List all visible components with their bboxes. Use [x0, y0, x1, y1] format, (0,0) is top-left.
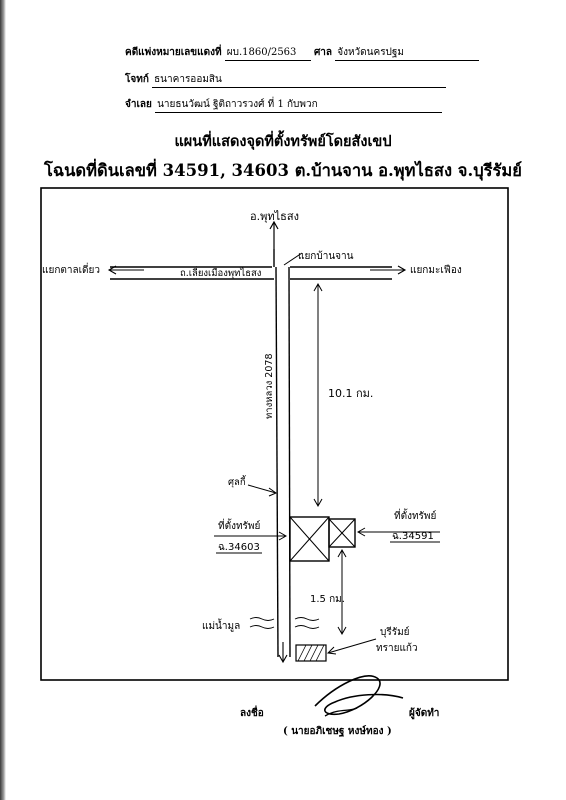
plot-left-arrowhead	[278, 531, 288, 541]
location-map: อ.พุทไธสง ถ.เลี่ยงเมืองพุทไธสง แยกตาลเดี…	[40, 187, 509, 681]
plaintiff-label: โจทก์	[125, 74, 149, 85]
left-arrowhead	[107, 265, 117, 275]
landmark-arrowhead	[268, 487, 278, 497]
bottom-destination-2: ทรายแก้ว	[376, 642, 418, 654]
plaintiff-name: ธนาคารออมสิน	[152, 72, 447, 88]
defendant-line: จำเลย นายธนวัฒน์ ฐิติถาวรวงศ์ ที่ 1 กับพ…	[125, 97, 443, 113]
landmark-label: ศุลกี้	[228, 475, 247, 488]
river-wave-1	[249, 617, 275, 621]
top-direction-label: อ.พุทไธสง	[250, 210, 299, 223]
distance-upper-label: 10.1 กม.	[328, 387, 373, 400]
bottom-destination-1: บุรีรัมย์	[380, 626, 410, 638]
plot-left-deed: ฉ.34603	[218, 542, 260, 553]
case-number-line: คดีแพ่งหมายเลขแดงที่ ผบ.1860/2563 ศาล จั…	[125, 45, 480, 61]
bridge-hatching	[297, 644, 325, 662]
case-number: ผบ.1860/2563	[224, 45, 311, 61]
distance-lower-top-arrow	[337, 548, 347, 558]
handwritten-signature	[314, 675, 404, 717]
distance-upper-top-arrow	[313, 282, 323, 292]
distance-lower-bottom-arrow	[337, 626, 347, 636]
main-road-label: ถ.เลี่ยงเมืองพุทไธสง	[180, 266, 261, 279]
preparer-name: ( นายอภิเชษฐ หงษ์ทอง )	[283, 726, 392, 737]
map-title: แผนที่แสดงจุดที่ตั้งทรัพย์โดยสังเขป	[174, 133, 392, 150]
landmark-pointer	[247, 484, 277, 494]
right-direction-label: แยกมะเฟือง	[410, 264, 462, 276]
river-wave-3	[294, 617, 320, 621]
left-direction-label: แยกตาลเดี่ยว	[42, 262, 100, 276]
vertical-road-right	[288, 266, 291, 658]
distance-lower-label: 1.5 กม.	[310, 594, 345, 605]
sign-label: ลงชื่อ	[240, 708, 264, 719]
bottom-pointer	[327, 638, 377, 654]
right-arrowhead	[397, 265, 407, 275]
junction-pointer	[283, 252, 303, 266]
south-arrowhead	[278, 654, 288, 664]
plot-left-title: ที่ตั้งทรัพย์	[218, 518, 260, 532]
defendant-label: จำเลย	[125, 99, 152, 110]
court-label: ศาล	[313, 47, 333, 58]
river-wave-4	[294, 625, 320, 629]
case-label: คดีแพ่งหมายเลขแดงที่	[125, 47, 222, 58]
plot-34603-cross-b	[289, 516, 330, 562]
defendant-name: นายธนวัฒน์ ฐิติถาวรวงศ์ ที่ 1 กับพวก	[155, 97, 443, 113]
plot-right-deed: ฉ.34591	[392, 531, 434, 542]
junction-label: แยกบ้านจาน	[298, 250, 354, 262]
map-border	[40, 187, 509, 681]
plaintiff-line: โจทก์ ธนาคารออมสิน	[125, 72, 447, 88]
plot-34591	[328, 518, 356, 548]
river-label: แม่น้ำมูล	[202, 618, 240, 632]
north-arrowhead	[269, 220, 279, 230]
distance-upper-bottom-arrow	[313, 498, 323, 508]
bottom-arrowhead	[326, 646, 337, 655]
bridge-box	[295, 644, 327, 662]
vertical-road-label: ทางหลวง 2078	[264, 354, 275, 420]
vertical-road-left	[275, 266, 279, 658]
scan-edge-shadow	[0, 0, 6, 800]
plot-34591-cross-b	[328, 518, 356, 548]
river-wave-2	[249, 625, 275, 629]
deed-title: โฉนดที่ดินเลขที่ 34591, 34603 ต.บ้านจาน …	[44, 161, 522, 180]
plot-right-arrowhead	[356, 527, 366, 537]
plot-right-title: ที่ตั้งทรัพย์	[394, 508, 436, 522]
court-name: จังหวัดนครปฐม	[335, 45, 480, 61]
preparer-role: ผู้จัดทำ	[409, 708, 440, 719]
